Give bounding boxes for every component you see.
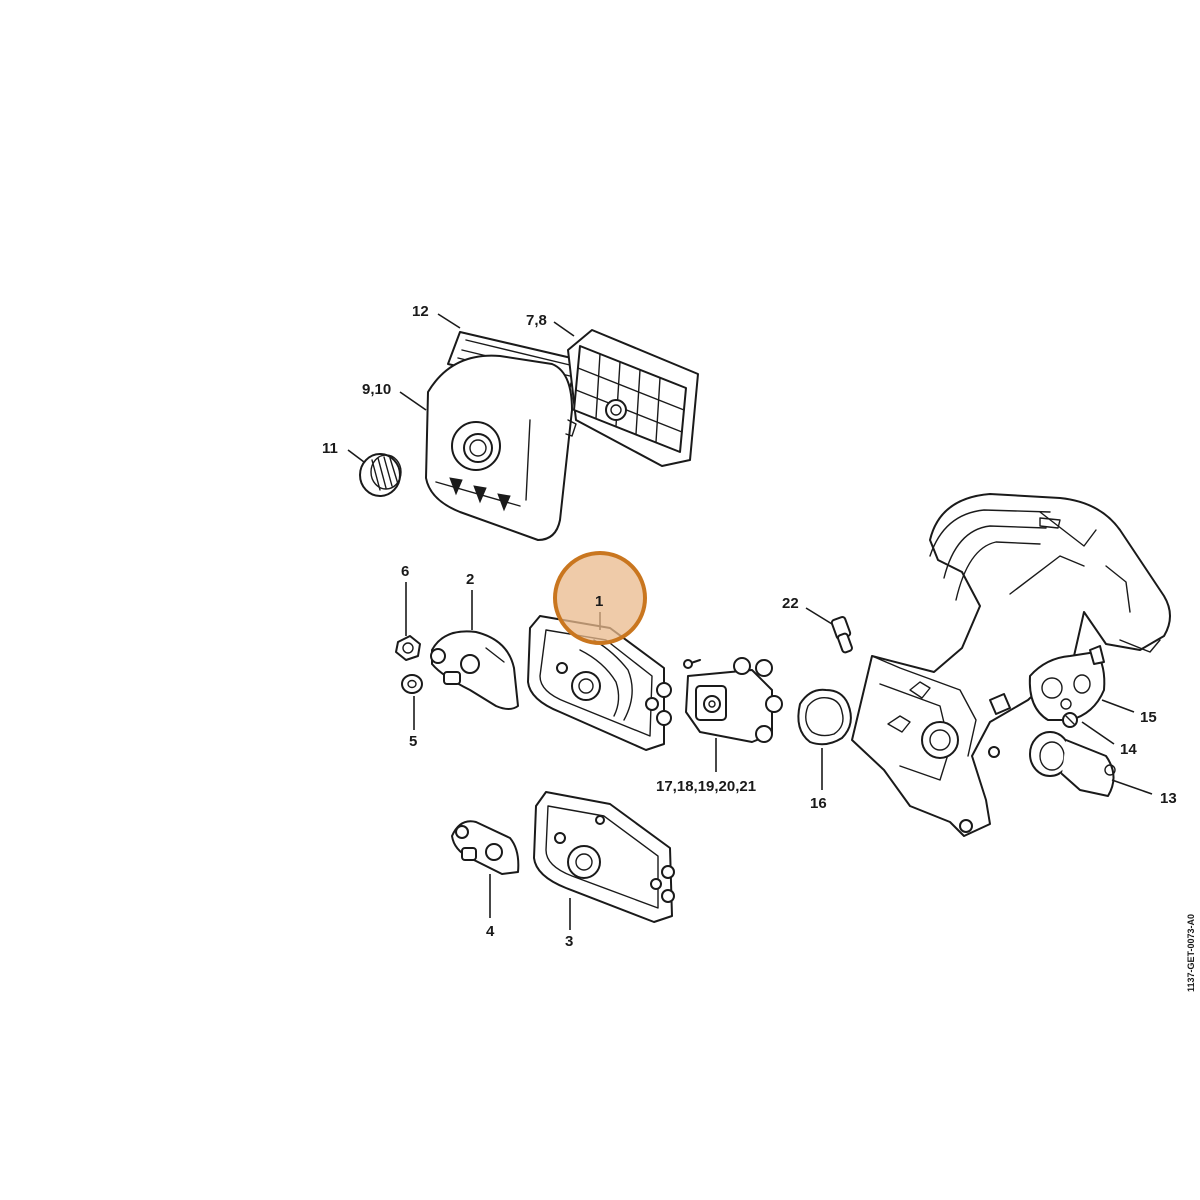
callout-9-10[interactable]: 9,10 [362,381,391,398]
part-5-washer[interactable] [401,674,423,694]
callout-15[interactable]: 15 [1140,709,1157,726]
callout-11[interactable]: 11 [322,440,338,457]
callout-13[interactable]: 13 [1160,790,1177,807]
callout-7-8[interactable]: 7,8 [526,312,547,329]
part-9-10-filter-cover[interactable] [425,354,577,541]
callout-labels: 12 7,8 9,10 11 6 2 1 22 5 15 14 13 17,18… [322,303,1177,950]
part-3-base-plate[interactable] [533,791,675,923]
callout-22[interactable]: 22 [782,595,799,612]
part-1-carburetor-box[interactable] [527,615,672,751]
highlight-circle[interactable] [553,551,647,645]
leader-lines [347,313,1153,930]
callout-3[interactable]: 3 [565,933,573,950]
callout-1[interactable]: 1 [595,593,603,610]
part-14-screw[interactable] [1062,712,1078,728]
part-7-8-air-filter[interactable] [567,329,699,467]
part-17-21-carburetor[interactable] [683,657,783,743]
callout-12[interactable]: 12 [412,303,429,320]
callout-2[interactable]: 2 [466,571,474,588]
part-4-bracket[interactable] [451,820,520,875]
callout-14[interactable]: 14 [1120,741,1137,758]
part-11-knob[interactable] [359,453,402,497]
callout-16[interactable]: 16 [810,795,827,812]
part-16-gasket[interactable] [797,688,852,746]
callout-6[interactable]: 6 [401,563,409,580]
part-6-nut[interactable] [395,635,421,661]
part-15-flange[interactable] [1028,645,1106,721]
part-13-intake-manifold[interactable] [1029,731,1116,797]
callout-17-21[interactable]: 17,18,19,20,21 [656,778,756,795]
part-2-choke-bracket[interactable] [430,630,519,710]
document-code: 1137-GET-0073-A0 [1186,914,1196,992]
part-22-fitting[interactable] [830,616,853,654]
handle-housing [851,493,1171,837]
callout-4[interactable]: 4 [486,923,495,940]
callout-5[interactable]: 5 [409,733,417,750]
